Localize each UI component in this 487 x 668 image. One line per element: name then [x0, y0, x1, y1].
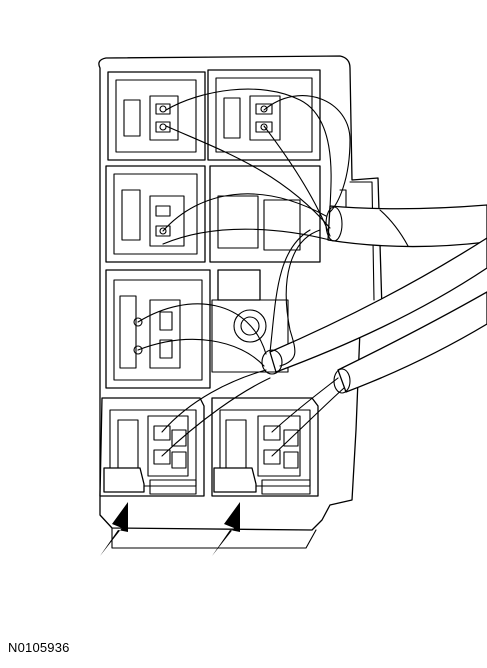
middle-right-block: [209, 165, 321, 263]
right-connector-arrow: [212, 502, 240, 556]
lower-left-cavity: [105, 269, 211, 389]
middle-left-cavity: [105, 165, 206, 263]
bottom-right-connector: [211, 397, 319, 497]
left-connector-arrow: [100, 502, 128, 556]
bottom-left-connector: [99, 397, 205, 497]
center-fastener: [211, 269, 289, 373]
wires: [137, 88, 351, 457]
top-right-cavity: [207, 69, 321, 161]
figure-reference-code: N0105936: [8, 640, 70, 655]
top-left-cavity: [107, 71, 206, 161]
wire-harness: [261, 204, 487, 394]
